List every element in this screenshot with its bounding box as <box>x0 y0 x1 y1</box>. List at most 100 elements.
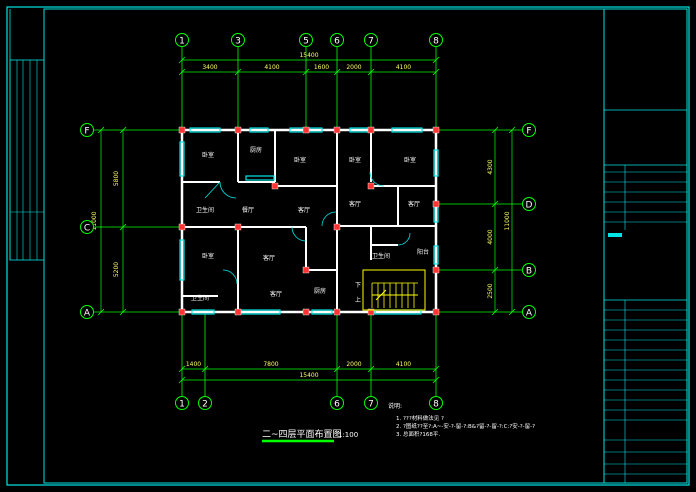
notes-line: 2. ?图纸??至?:A~-安-?-留-?:B&?留-?-留-?:C:?安-?-… <box>396 422 535 430</box>
door-swing <box>222 269 238 285</box>
room-label: 厨房 <box>250 146 262 154</box>
axis-bubble-bottom-label: 8 <box>433 400 439 410</box>
dimension-tick <box>178 68 186 76</box>
column <box>302 266 310 274</box>
dimension-tick <box>367 365 375 373</box>
dimension-tick <box>234 68 242 76</box>
title-mark <box>608 233 622 237</box>
dimension-label: 2000 <box>346 361 361 368</box>
dimension-tick <box>178 56 186 64</box>
room-label: 厨房 <box>314 287 326 295</box>
dimension-tick <box>432 56 440 64</box>
axis-bubble-bottom-circle <box>175 396 189 410</box>
axis-bubble-right-circle <box>522 123 536 137</box>
axis-bubble-top-label: 7 <box>368 37 374 47</box>
room-label: 客厅 <box>349 200 361 208</box>
dimension-tick <box>491 200 499 208</box>
dimension-tick <box>491 266 499 274</box>
dimension-tick <box>178 376 186 384</box>
notes-line: 1. ???材料做法见 ? <box>396 414 444 422</box>
axis-bubble-top-label: 3 <box>235 37 241 47</box>
drawing-frame <box>6 6 690 486</box>
axis-bubble-top-circle <box>175 33 189 47</box>
window <box>179 141 185 177</box>
column <box>302 126 310 134</box>
window <box>245 175 275 181</box>
column <box>333 223 341 231</box>
dimension-tick <box>178 365 186 373</box>
axis-bubble-bottom-label: 7 <box>368 400 374 410</box>
stair: 下上 <box>355 269 426 311</box>
dimension-tick <box>508 308 516 316</box>
dimension-tick <box>508 126 516 134</box>
axis-bubble-top-label: 8 <box>433 37 439 47</box>
axis-bubble-right-circle <box>522 197 536 211</box>
door-swing <box>321 211 337 227</box>
axis-bubble-right-circle <box>522 263 536 277</box>
notes-heading: 说明: <box>388 402 402 410</box>
walls <box>180 128 438 314</box>
column <box>234 223 242 231</box>
dimension-tick <box>119 126 127 134</box>
dimension-tick <box>302 68 310 76</box>
axis-bubble-left-label: A <box>84 309 91 319</box>
dimension-tick <box>119 223 127 231</box>
column <box>333 308 341 316</box>
dimension-label: 3400 <box>202 64 217 71</box>
column <box>432 266 440 274</box>
axis-bubble-bottom-label: 1 <box>179 400 185 410</box>
structural-columns <box>178 126 440 316</box>
stair-up-label: 上 <box>355 296 361 304</box>
dimension-tick <box>201 365 209 373</box>
axis-bubble-left-circle <box>80 123 94 137</box>
dimension-tick <box>491 126 499 134</box>
axis-bubble-right-label: A <box>526 309 533 319</box>
axis-bubble-top-circle <box>231 33 245 47</box>
axis-bubble-left-label: C <box>84 224 90 234</box>
door-swing <box>204 181 221 199</box>
axis-bubble-left-label: F <box>84 127 89 137</box>
text-labels: 卧室厨房卧室卧室卧室卫生间餐厅客厅客厅客厅卧室客厅卫生间阳台卫生间厨房客厅二~四… <box>191 146 535 443</box>
axis-bubble-top-label: 1 <box>179 37 185 47</box>
room-label: 卧室 <box>349 156 361 164</box>
window <box>179 239 185 281</box>
dimension-tick <box>367 68 375 76</box>
dimension-label: 5800 <box>113 171 120 186</box>
room-label: 客厅 <box>408 200 420 208</box>
column <box>367 182 375 190</box>
dimension-tick <box>432 365 440 373</box>
column <box>178 126 186 134</box>
axis-bubble-right-circle <box>522 305 536 319</box>
axis-bubble-bottom-circle <box>429 396 443 410</box>
dimension-tick <box>333 68 341 76</box>
dimension-total: 15400 <box>299 372 318 379</box>
stair-outline <box>362 269 426 311</box>
dimension-label: 2000 <box>346 64 361 71</box>
window <box>311 309 333 315</box>
dimension-label: 4000 <box>487 229 494 244</box>
room-label: 客厅 <box>263 254 275 262</box>
dimension-label: 5200 <box>113 262 120 277</box>
dimension-label: 2500 <box>487 283 494 298</box>
window <box>189 127 221 133</box>
room-label: 卧室 <box>202 151 214 159</box>
dimension-tick <box>333 365 341 373</box>
column <box>234 308 242 316</box>
column <box>302 308 310 316</box>
door-swing <box>291 226 307 242</box>
dimension-total: 15400 <box>299 52 318 59</box>
room-label: 客厅 <box>298 206 310 214</box>
stair-down-label: 下 <box>355 282 361 289</box>
notes-line: 3. 总面积?168平. <box>396 430 440 438</box>
dimension-label: 1400 <box>186 361 201 368</box>
dimension-label: 4100 <box>396 361 411 368</box>
column <box>234 126 242 134</box>
axis-bubble-top-circle <box>429 33 443 47</box>
dimension-tick <box>491 308 499 316</box>
door-swing <box>397 232 411 246</box>
windows <box>179 127 439 315</box>
room-label: 卧室 <box>294 156 306 164</box>
